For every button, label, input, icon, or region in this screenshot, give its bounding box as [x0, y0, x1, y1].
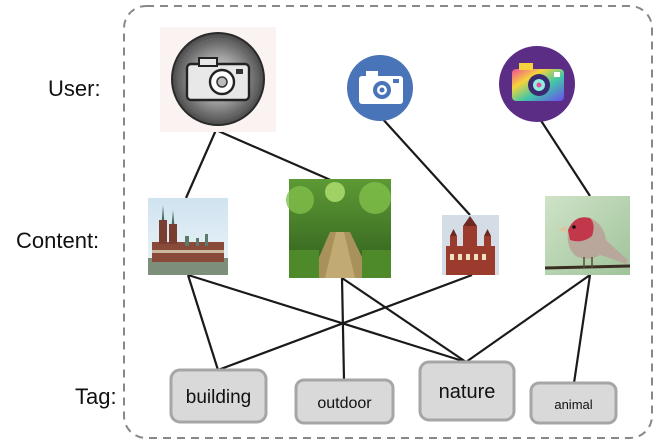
edge-cathedral-nature [187, 273, 467, 364]
row-label-user: User: [48, 76, 101, 101]
edge-sketch-cathedral [184, 129, 218, 199]
edge-cathedral-building [186, 274, 220, 371]
tag-animal-label: animal [554, 397, 592, 412]
user-blue-camera [347, 55, 413, 121]
edge-redbuilding-building [217, 273, 473, 372]
tag-animal: animal [529, 381, 618, 425]
dashed-border [123, 5, 653, 439]
edge-bird-animal [572, 274, 592, 384]
tag-building-label: building [186, 387, 252, 408]
user-sketch-camera [160, 27, 276, 132]
edge-bird-nature [465, 274, 591, 363]
edge-sketch-forest [215, 128, 343, 187]
edge-purple-bird [537, 115, 591, 197]
tag-nature: nature [418, 360, 516, 422]
tag-building: building [169, 368, 268, 424]
tag-nature-label: nature [439, 381, 496, 403]
content-tag-edges [186, 273, 592, 384]
edge-forest-outdoor [340, 277, 346, 381]
user-purple-camera [499, 46, 575, 122]
user-content-edges [184, 115, 591, 216]
row-label-content: Content: [16, 228, 99, 253]
tag-outdoor: outdoor [294, 378, 395, 425]
edge-forest-nature [341, 277, 467, 363]
content-cathedral [148, 198, 228, 275]
content-forest-path [286, 179, 391, 278]
edge-blue-redbuilding [379, 115, 471, 216]
content-red-building [442, 215, 499, 275]
content-bird [544, 196, 631, 275]
row-label-tag: Tag: [75, 384, 117, 409]
tag-outdoor-label: outdoor [317, 395, 372, 412]
